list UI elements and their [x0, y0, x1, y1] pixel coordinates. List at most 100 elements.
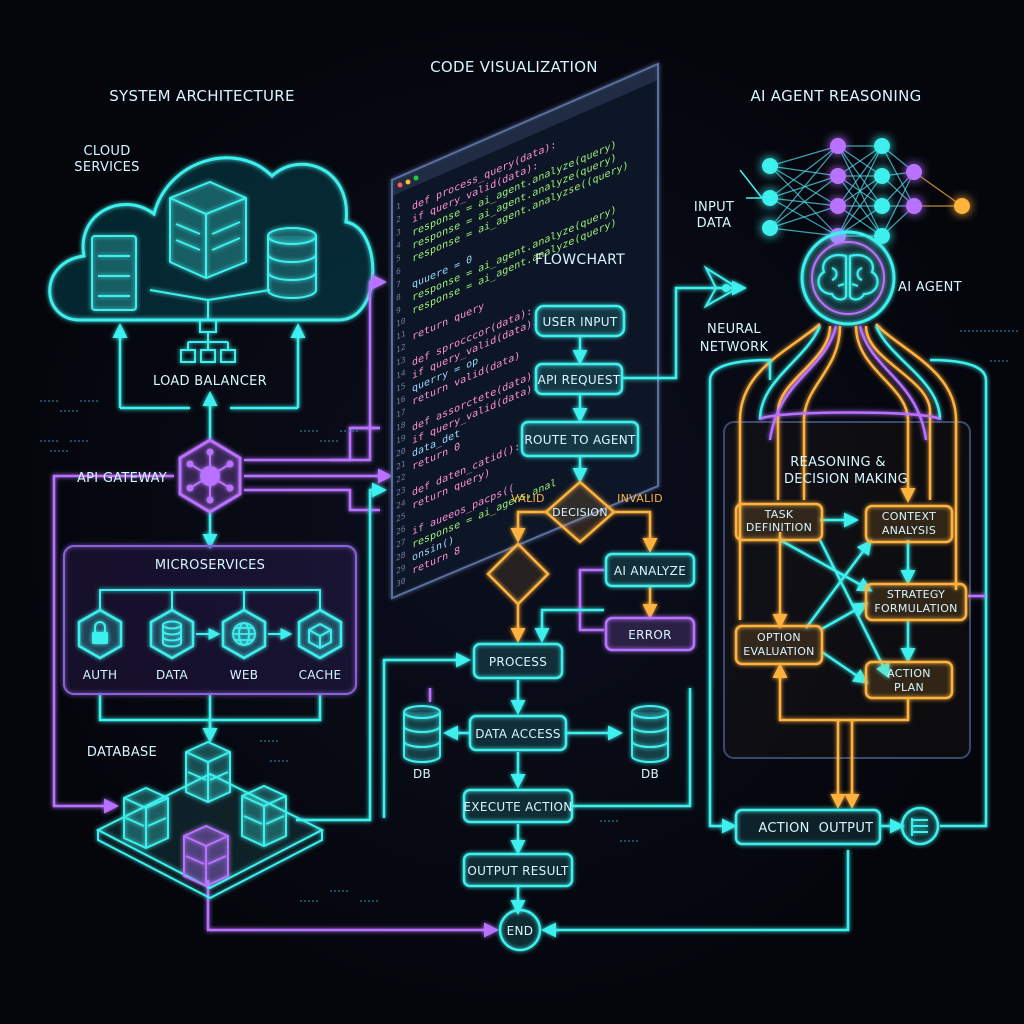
- process-node[interactable]: [472, 642, 564, 680]
- code-line-number: 18: [396, 419, 406, 433]
- code-line-number: 5: [396, 252, 401, 264]
- service-data[interactable]: [149, 608, 195, 660]
- nn-edge: [769, 165, 839, 177]
- decorative-dot: [304, 900, 306, 902]
- api-request-node[interactable]: [534, 362, 624, 396]
- decorative-dot: [608, 820, 610, 822]
- decorative-dot: [342, 890, 344, 892]
- decorative-dot: [1004, 330, 1006, 332]
- code-line-number: 4: [396, 239, 401, 251]
- decorative-dot: [78, 440, 80, 442]
- lock-icon: [92, 621, 108, 644]
- service-auth[interactable]: [77, 608, 123, 660]
- decorative-dot: [278, 760, 280, 762]
- error-node[interactable]: [604, 616, 696, 652]
- decorative-dots: [40, 330, 1018, 902]
- server-icon-left: [91, 235, 137, 311]
- decorative-dot: [972, 330, 974, 332]
- decorative-dot: [332, 440, 334, 442]
- user-input-label: USER INPUT: [543, 315, 618, 329]
- decorative-dot: [304, 430, 306, 432]
- decorative-dot: [348, 430, 350, 432]
- service-cache[interactable]: [297, 608, 343, 660]
- code-line-number: 8: [396, 291, 401, 303]
- nn-edge: [837, 145, 883, 177]
- decorative-dot: [336, 440, 338, 442]
- decorative-dot: [324, 440, 326, 442]
- decorative-dot: [44, 440, 46, 442]
- end-label: END: [507, 924, 534, 938]
- decorative-dot: [316, 430, 318, 432]
- title-system-architecture: SYSTEM ARCHITECTURE: [109, 87, 295, 105]
- task-definition-node[interactable]: [734, 502, 824, 542]
- code-line-number: 9: [396, 304, 401, 316]
- code-line-number: 19: [396, 432, 406, 446]
- execute-action-node[interactable]: [462, 788, 574, 824]
- globe-icon: [232, 622, 256, 646]
- option-evaluation-node[interactable]: [734, 624, 824, 666]
- route-to-agent-node[interactable]: [520, 420, 640, 458]
- data-access-node[interactable]: [468, 714, 568, 752]
- valid-branch-diamond[interactable]: [486, 542, 550, 606]
- decorative-dot: [56, 400, 58, 402]
- user-input-node[interactable]: [534, 304, 626, 338]
- flowchart-title: FLOWCHART: [535, 252, 625, 268]
- decorative-dot: [300, 900, 302, 902]
- decorative-dot: [268, 740, 270, 742]
- window-min-dot[interactable]: [405, 179, 411, 185]
- decision-node[interactable]: [544, 480, 616, 544]
- decorative-dot: [40, 400, 42, 402]
- decorative-dot: [604, 820, 606, 822]
- decorative-dot: [286, 760, 288, 762]
- output-result-node[interactable]: [462, 852, 574, 888]
- decorative-dot: [328, 440, 330, 442]
- window-max-dot[interactable]: [413, 175, 419, 181]
- decorative-dot: [612, 820, 614, 822]
- output-result-label: OUTPUT RESULT: [467, 864, 569, 878]
- decorative-dot: [260, 740, 262, 742]
- decorative-dot: [1012, 330, 1014, 332]
- nn-input-edge: [739, 169, 763, 199]
- strategy-formulation-node[interactable]: [864, 582, 968, 622]
- list-icon: [911, 818, 928, 836]
- decorative-dot: [960, 330, 962, 332]
- decorative-dot: [338, 890, 340, 892]
- ai-analyze-node[interactable]: [604, 552, 696, 588]
- decorative-dot: [320, 440, 322, 442]
- action-plan-node[interactable]: [864, 660, 954, 700]
- title-code-visualization: CODE VISUALIZATION: [430, 58, 598, 76]
- code-line-number: 25: [396, 510, 406, 524]
- nn-edge: [837, 145, 883, 237]
- action-output-node[interactable]: [734, 808, 882, 846]
- decorative-dot: [270, 760, 272, 762]
- decorative-dot: [74, 440, 76, 442]
- db-right-label: DB: [641, 767, 659, 781]
- context-analysis-node[interactable]: [864, 504, 954, 544]
- decorative-dot: [52, 440, 54, 442]
- decorative-dot: [372, 900, 374, 902]
- decorative-dot: [330, 890, 332, 892]
- context-label-1: CONTEXT: [882, 510, 936, 523]
- decorative-dot: [66, 450, 68, 452]
- ai-agent-core[interactable]: [800, 230, 896, 326]
- nn-node: [830, 198, 846, 214]
- service-data-label: DATA: [156, 668, 189, 682]
- nn-node: [954, 198, 970, 214]
- decorative-dot: [996, 330, 998, 332]
- decision-label: DECISION: [552, 506, 608, 519]
- nn-node: [874, 228, 890, 244]
- load-balancer-label: LOAD BALANCER: [153, 374, 267, 389]
- window-close-dot[interactable]: [397, 182, 403, 188]
- decorative-dot: [274, 760, 276, 762]
- neural-network-graph: [739, 138, 970, 244]
- reasoning-label-1: REASONING &: [790, 455, 886, 470]
- code-line-number: 22: [396, 471, 406, 485]
- end-node[interactable]: [498, 908, 542, 952]
- decorative-dot: [994, 360, 996, 362]
- decorative-dot: [632, 840, 634, 842]
- decorative-dot: [96, 400, 98, 402]
- microservice-links: [99, 589, 321, 640]
- service-web[interactable]: [221, 608, 267, 660]
- api-gateway-label: API GATEWAY: [77, 471, 167, 486]
